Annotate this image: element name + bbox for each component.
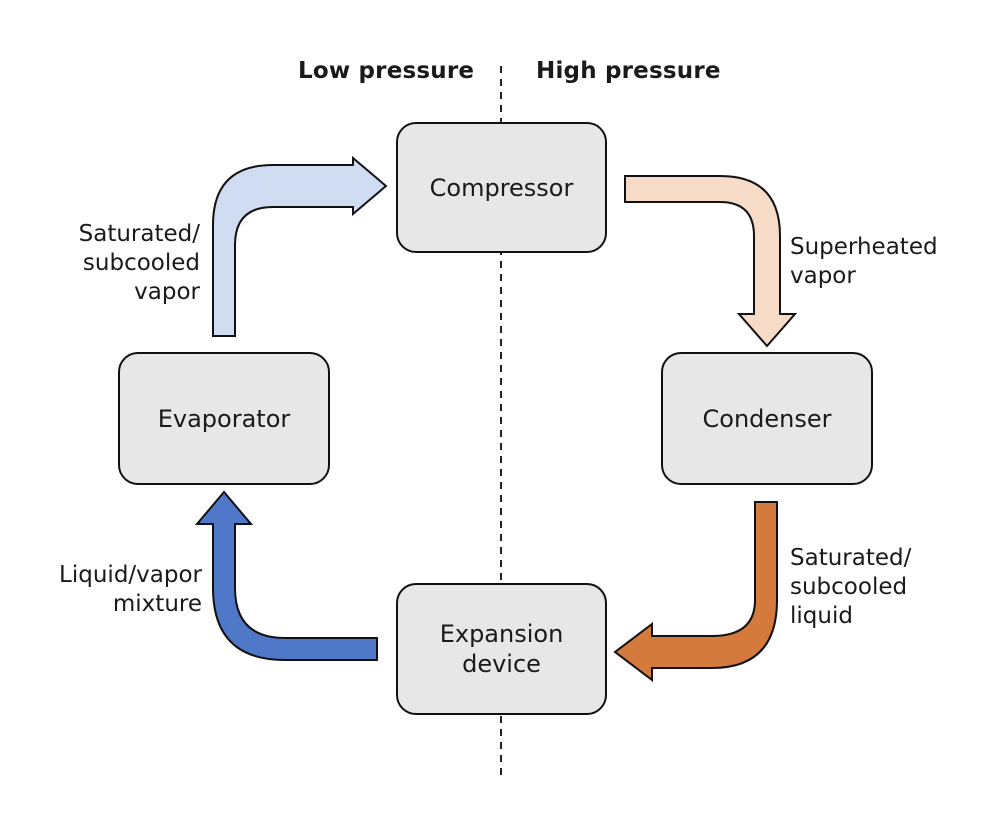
label-superheated-vapor: Superheated vapor — [790, 234, 938, 289]
label-liquid-vapor-mixture: Liquid/vapor mixture — [59, 562, 202, 617]
expansion-device-box: Expansion device — [396, 583, 607, 715]
arrow-expansion-to-evaporator — [194, 490, 378, 661]
arrow-evaporator-to-compressor — [212, 155, 388, 337]
arrow-compressor-to-condenser — [624, 175, 798, 348]
compressor-box: Compressor — [396, 122, 607, 253]
arrow-condenser-to-expansion — [613, 501, 778, 683]
low-pressure-label: Low pressure — [298, 58, 475, 84]
condenser-box: Condenser — [661, 352, 873, 485]
high-pressure-label: High pressure — [536, 58, 721, 84]
evaporator-box: Evaporator — [118, 352, 330, 485]
label-saturated-subcooled-liquid: Saturated/ subcooled liquid — [790, 545, 912, 629]
label-saturated-subcooled-vapor: Saturated/ subcooled vapor — [78, 221, 200, 305]
